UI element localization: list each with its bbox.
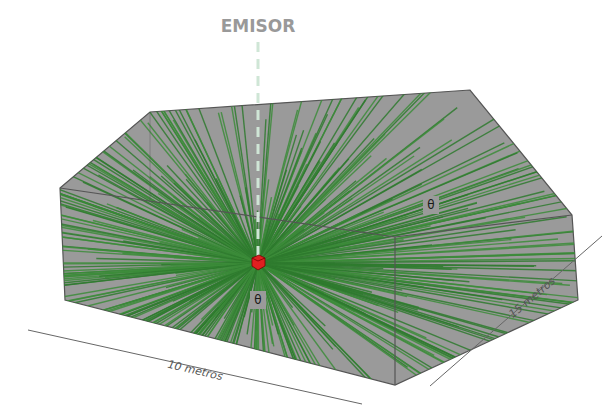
ray	[258, 263, 612, 367]
ray	[0, 189, 258, 263]
ray	[258, 263, 371, 408]
ray	[0, 198, 258, 263]
ray	[3, 263, 258, 372]
angle-symbol: θ	[427, 198, 434, 212]
ray	[252, 263, 258, 408]
emitter-title: EMISOR	[221, 16, 296, 36]
ray	[258, 156, 371, 263]
room-box	[60, 90, 578, 385]
ray	[258, 263, 582, 281]
ray	[258, 245, 432, 263]
emission-rays	[0, 20, 612, 408]
ray	[0, 263, 258, 408]
ray	[258, 263, 370, 383]
ray	[123, 241, 258, 263]
ray	[176, 263, 258, 275]
ray	[258, 182, 612, 263]
ray	[127, 263, 258, 408]
ray	[258, 263, 612, 310]
ray	[51, 61, 258, 263]
ray	[258, 226, 431, 263]
dimension-lines	[28, 236, 602, 404]
ray	[132, 74, 258, 263]
ray	[258, 100, 365, 263]
ray	[0, 263, 258, 302]
emitter-cube	[252, 255, 265, 270]
dimension-label: 10 metros	[166, 357, 224, 382]
ray	[133, 170, 258, 263]
ray	[30, 263, 258, 278]
ray	[258, 83, 340, 263]
ray	[258, 149, 606, 263]
ray	[258, 119, 266, 263]
ray	[0, 221, 258, 263]
ray	[258, 53, 409, 263]
ray	[258, 263, 294, 378]
ray	[258, 263, 349, 408]
ray	[258, 120, 594, 264]
ray	[0, 175, 258, 263]
ray	[258, 263, 612, 318]
ray	[19, 263, 258, 336]
ray	[0, 263, 258, 378]
ray	[258, 119, 444, 263]
ray	[66, 207, 258, 263]
label-patch	[423, 196, 439, 214]
ray	[81, 263, 259, 408]
ray	[107, 204, 258, 263]
ray	[98, 175, 258, 263]
ray	[258, 247, 339, 263]
ray	[182, 263, 258, 408]
ray	[149, 30, 258, 263]
ray	[258, 185, 604, 264]
angle-symbol: θ	[254, 293, 261, 307]
ray	[258, 263, 562, 330]
ray	[258, 134, 535, 263]
box-edges	[60, 112, 572, 385]
ray	[258, 195, 468, 263]
ray	[167, 263, 258, 408]
ray	[258, 174, 554, 263]
ray	[0, 183, 258, 263]
ray	[0, 263, 258, 325]
emitter-axis	[257, 42, 260, 256]
label-patch	[250, 291, 266, 309]
ray	[0, 263, 258, 379]
ray	[258, 44, 448, 263]
ray	[258, 263, 612, 345]
ray	[258, 263, 516, 408]
ray	[50, 99, 258, 263]
